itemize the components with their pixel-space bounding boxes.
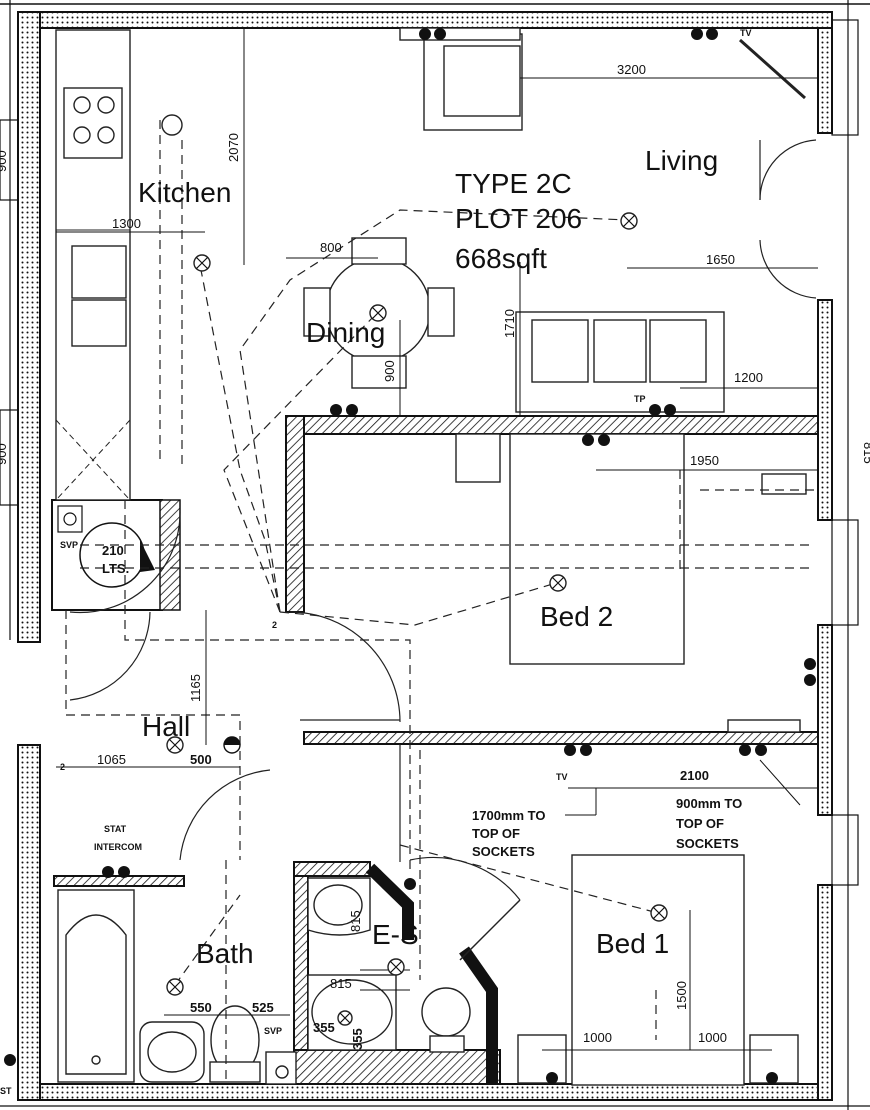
bathroom-furniture [57,889,297,1085]
dim-1065: 1065 [97,752,126,767]
room-labels: Kitchen Living Dining Bed 2 Hall Bath E-… [138,145,718,969]
stat-label: STAT [104,824,127,834]
cylinder-cupboard [57,505,155,588]
note-1700-line1: 1700mm TO [472,808,545,823]
dim-800: 800 [320,240,342,255]
svp-label-bath: SVP [264,1026,282,1036]
dim-1200: 1200 [734,370,763,385]
light-hall-icon [166,736,184,754]
doors [69,139,817,961]
windows [0,19,859,886]
light-kitchen-icon [193,254,211,272]
cylinder-unit: LTS. [102,561,129,576]
room-label-living: Living [645,145,718,176]
dimension-labels: 3200 2070 1300 800 1650 1710 900 1200 19… [0,62,870,1050]
light-ensuite-icon [387,958,405,976]
note-900-line2: TOP OF [676,816,724,831]
dim-550: 550 [190,1000,212,1015]
ensuite-furniture [307,877,471,1053]
svp-label-hall: SVP [60,540,78,550]
annotations: 1700mm TO TOP OF SOCKETS 900mm TO TOP OF… [0,28,752,1096]
dim-500: 500 [190,752,212,767]
edge-label: ST [0,1086,12,1096]
dim-edge-right: 815 [861,442,870,464]
light-bed1-icon [650,904,668,922]
ceiling-lights [166,212,668,1026]
dim-1650: 1650 [706,252,735,267]
dim-355-vertical: 355 [350,1028,365,1050]
cylinder-capacity: 210 [102,543,124,558]
switch-label-1: 2 [272,620,277,630]
light-bed2-icon [549,574,567,592]
light-bath-icon [166,978,184,996]
room-label-bed2: Bed 2 [540,601,613,632]
tv-label-living: TV [740,28,752,38]
room-label-kitchen: Kitchen [138,177,231,208]
dim-355-horizontal: 355 [313,1020,335,1035]
dim-1000-right: 1000 [698,1030,727,1045]
plot-type: TYPE 2C [455,168,572,199]
dim-edge-left-1: 900 [0,150,9,172]
dim-1300: 1300 [112,216,141,231]
room-label-hall: Hall [142,711,190,742]
kitchen-units [55,29,183,501]
bed2-furniture [455,433,807,733]
sockets [4,28,816,1084]
electrical-wiring [65,120,815,1082]
bed1-furniture [517,854,799,1086]
switch-label-2: 2 [60,762,65,772]
dim-2070: 2070 [226,133,241,162]
dim-edge-left-2: 900 [0,443,9,465]
dim-1710: 1710 [502,309,517,338]
dim-1165: 1165 [188,674,203,702]
room-label-bed1: Bed 1 [596,928,669,959]
plot-area: 668sqft [455,243,547,274]
dim-815-horizontal: 815 [330,976,352,991]
room-label-dining: Dining [306,317,385,348]
light-dining-icon [369,304,387,322]
tp-label: TP [634,394,646,404]
internal-walls [51,415,819,1085]
dim-900: 900 [382,360,397,382]
dim-815-vertical: 815 [348,910,363,932]
note-900-line1: 900mm TO [676,796,742,811]
note-900-line3: SOCKETS [676,836,739,851]
plot-number: PLOT 206 [455,203,582,234]
intercom-label: INTERCOM [94,842,142,852]
room-label-bath: Bath [196,938,254,969]
note-1700-line3: SOCKETS [472,844,535,859]
room-label-ensuite: E-S [372,919,419,950]
dim-2100: 2100 [680,768,709,783]
dimension-lines [56,28,818,1051]
light-living-icon [620,212,638,230]
tv-label-bed1: TV [556,772,568,782]
dim-3200: 3200 [617,62,646,77]
dim-1500: 1500 [674,981,689,1010]
dim-525: 525 [252,1000,274,1015]
plot-title: TYPE 2C PLOT 206 668sqft [455,168,582,274]
light-ensuite-2-icon [337,1010,353,1026]
dim-1000-left: 1000 [583,1030,612,1045]
note-1700-line2: TOP OF [472,826,520,841]
dim-1950: 1950 [690,453,719,468]
